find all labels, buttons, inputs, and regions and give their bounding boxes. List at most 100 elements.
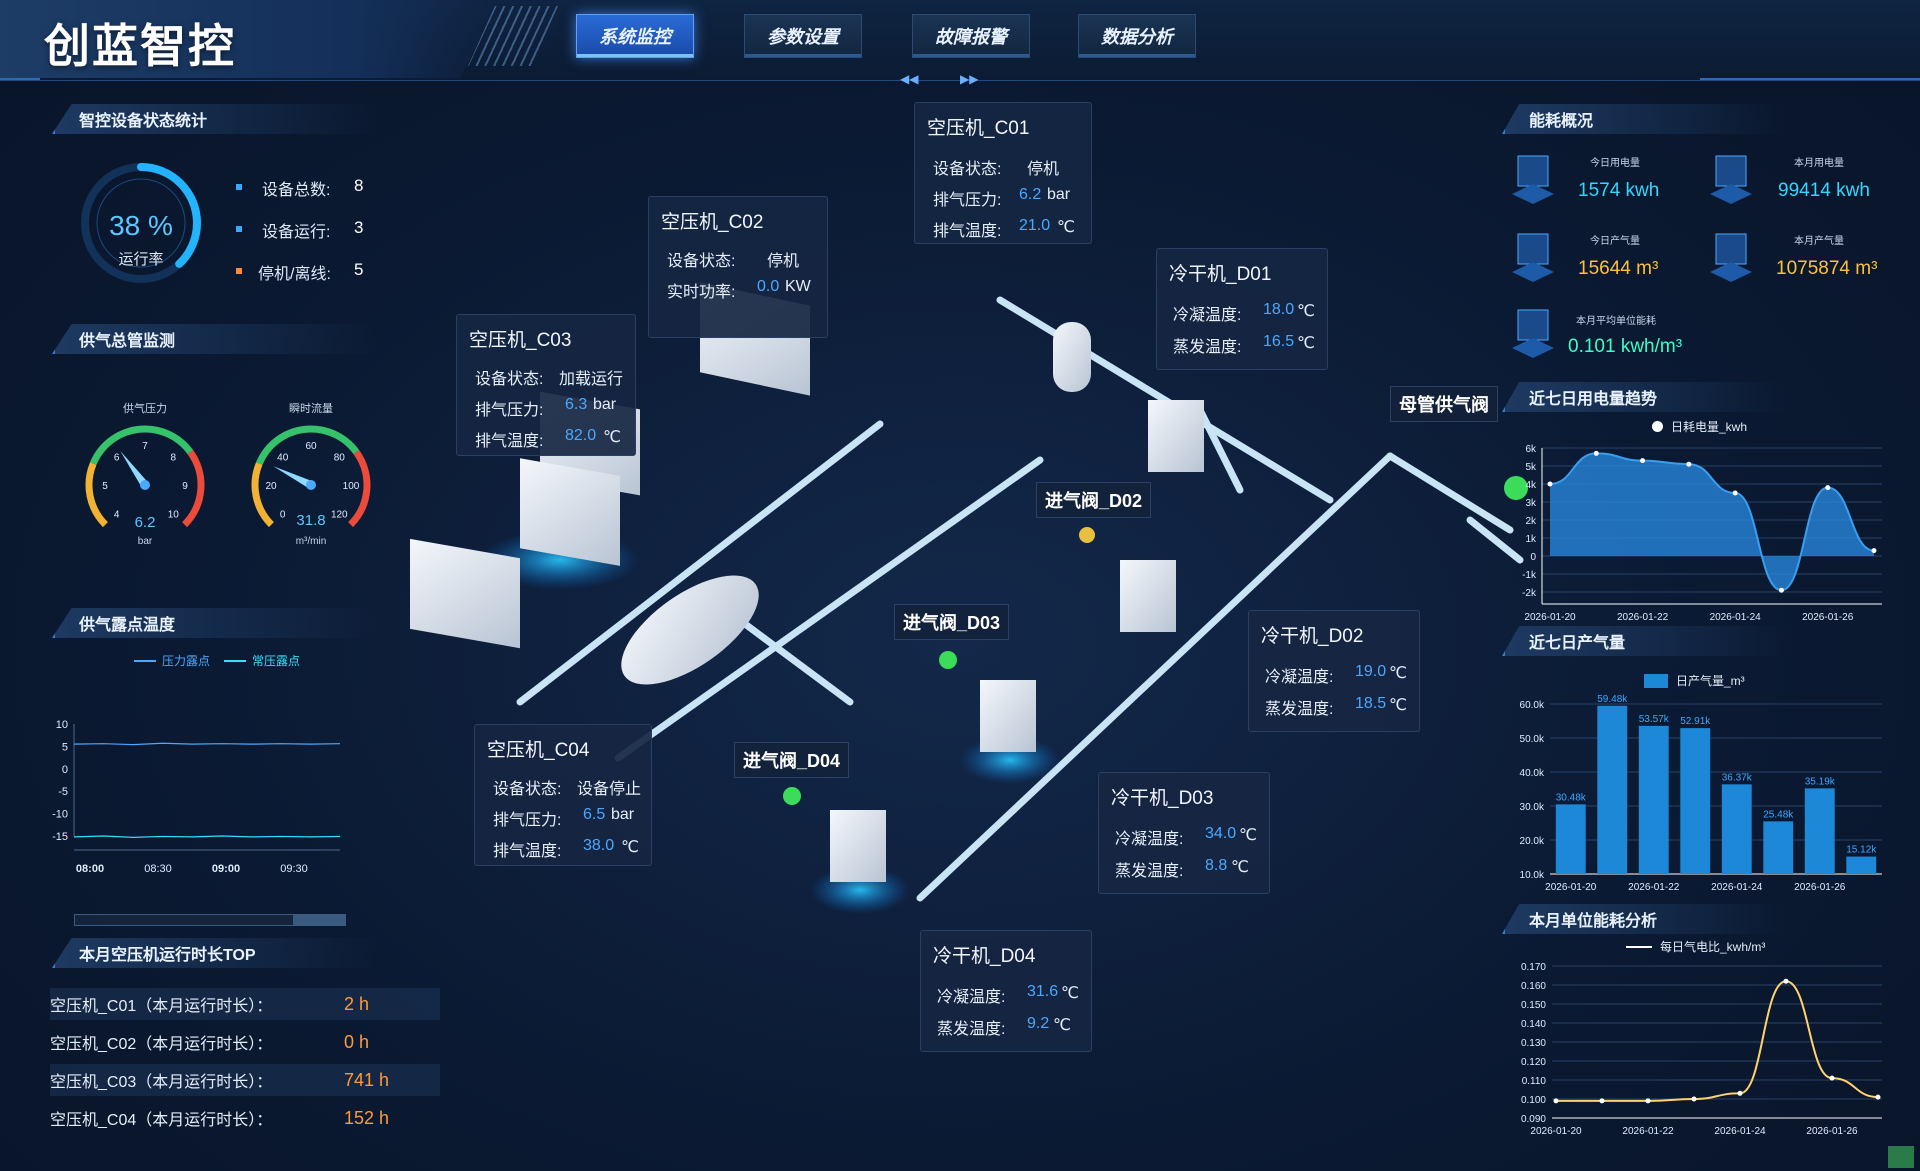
dew-legend-1: 压力露点	[134, 652, 210, 669]
dew-legend-1-swatch	[134, 659, 156, 662]
energy-title: 能耗概况	[1502, 104, 1789, 134]
valve-d03-label[interactable]: 进气阀_D03	[894, 604, 1010, 640]
gauge-band-1	[256, 425, 360, 465]
valve-d02-icon[interactable]	[1079, 527, 1095, 543]
card-d04[interactable]: 冷干机_D04 冷凝温度: 31.6 ℃ 蒸发温度: 9.2 ℃	[920, 930, 1092, 1052]
gas-data-label: 30.48k	[1556, 792, 1587, 803]
valve-d03-icon[interactable]	[939, 651, 957, 669]
pipe-c	[614, 456, 1044, 762]
card-row-unit: ℃	[603, 429, 621, 446]
power-x-tick: 2026-01-24	[1710, 612, 1762, 623]
unit-energy-chart: 0.1700.1600.1500.1400.1300.1200.1100.100…	[1521, 962, 1882, 1137]
left-arrows-icon: ◀◀	[900, 72, 919, 86]
power-y-tick: 3k	[1525, 498, 1537, 509]
runtime-row-c02: 空压机_C02（本月运行时长）：0 h	[50, 1026, 440, 1058]
gas-data-label: 25.48k	[1763, 809, 1794, 820]
gauge-tick-label: 40	[277, 453, 289, 464]
unit-point	[1737, 1090, 1743, 1096]
dryer-d04	[810, 810, 910, 914]
card-d02[interactable]: 冷干机_D02 冷凝温度: 19.0 ℃ 蒸发温度: 18.5 ℃	[1248, 610, 1420, 732]
power-x-tick: 2026-01-26	[1802, 612, 1854, 623]
power-x-tick: 2026-01-20	[1524, 612, 1576, 623]
card-row-value: 31.6	[1027, 983, 1059, 1000]
gauge-tick-label: 9	[182, 481, 188, 492]
energy-caption: 本月用电量	[1794, 158, 1844, 169]
tab-data-analysis[interactable]: 数据分析	[1078, 14, 1196, 58]
valve-main-label[interactable]: 母管供气阀	[1390, 386, 1498, 422]
runtime-row-label: 空压机_C04（本月运行时长）：	[50, 1112, 273, 1129]
card-d01[interactable]: 冷干机_D01 冷凝温度: 18.0 ℃ 蒸发温度: 16.5 ℃	[1156, 248, 1328, 370]
power-y-tick: 4k	[1525, 480, 1537, 491]
dew-legend-2-label: 常压露点	[252, 654, 301, 668]
runtime-row-label: 空压机_C01（本月运行时长）：	[50, 998, 273, 1015]
unit-x-tick: 2026-01-20	[1530, 1126, 1582, 1137]
card-row-unit: ℃	[1297, 335, 1315, 352]
card-row-status: 停机	[767, 253, 800, 270]
pipe-branch	[1466, 516, 1524, 564]
unit-y-tick: 0.140	[1521, 1019, 1546, 1030]
runtime-row-value: 741 h	[344, 1069, 390, 1090]
power-legend-swatch	[1652, 421, 1663, 432]
pressure-gauge-unit: bar	[137, 536, 153, 547]
card-row-value: 16.5	[1263, 333, 1295, 350]
valve-d04-label[interactable]: 进气阀_D04	[734, 742, 850, 778]
dew-scroll-thumb[interactable]	[293, 915, 345, 925]
receiver-tank-vertical	[1053, 322, 1091, 392]
card-row-value: 34.0	[1205, 825, 1237, 842]
brand-title: 创蓝智控	[44, 20, 236, 72]
gas-x-tick: 2026-01-22	[1628, 882, 1680, 893]
card-row-key: 蒸发温度:	[1265, 701, 1334, 718]
power-y-tick: 5k	[1525, 462, 1537, 473]
power-point	[1778, 587, 1784, 593]
valve-d02-label[interactable]: 进气阀_D02	[1036, 482, 1152, 518]
dew-y-tick: -15	[52, 831, 68, 843]
card-row-key: 设备状态:	[933, 161, 1002, 178]
gauge-band-0	[251, 462, 274, 528]
top-runtime-title: 本月空压机运行时长TOP	[52, 938, 379, 968]
tab-system-monitor[interactable]: 系统监控	[576, 14, 694, 58]
card-row-value: 6.5	[583, 806, 606, 823]
header-line-left	[0, 78, 40, 80]
receiver-tank-horizontal	[621, 575, 759, 685]
gas-bar	[1763, 821, 1794, 874]
card-row-key: 冷凝温度:	[1173, 307, 1242, 324]
runtime-row-c04: 空压机_C04（本月运行时长）：152 h	[50, 1102, 440, 1134]
power-month-icon	[1710, 155, 1752, 204]
pipe-d01	[1196, 406, 1244, 494]
card-row-value: 18.0	[1263, 301, 1295, 318]
gas-bar	[1846, 856, 1877, 874]
card-d03[interactable]: 冷干机_D03 冷凝温度: 34.0 ℃ 蒸发温度: 8.8 ℃	[1098, 772, 1270, 894]
valve-main-icon[interactable]	[1504, 476, 1528, 500]
card-row-key: 蒸发温度:	[1115, 863, 1184, 880]
dew-legend-2: 常压露点	[224, 652, 300, 669]
card-row-unit: ℃	[621, 839, 639, 856]
card-title: 冷干机_D04	[933, 946, 1036, 967]
pipe-d	[916, 452, 1394, 902]
gas-bar-chart: 60.0k50.0k40.0k30.0k20.0k10.0k30.48k59.4…	[1520, 694, 1882, 893]
corner-widget[interactable]	[1888, 1146, 1914, 1168]
gas-x-tick: 2026-01-20	[1545, 882, 1597, 893]
dew-chart-scrollbar[interactable]	[74, 914, 346, 926]
valve-d04-icon[interactable]	[783, 787, 801, 805]
power-area	[1550, 453, 1874, 591]
run-rate-value: 38 %	[109, 210, 173, 241]
gas-data-label: 35.19k	[1805, 776, 1836, 787]
card-c03[interactable]: 空压机_C03 设备状态: 加载运行 排气压力: 6.3 bar 排气温度: 8…	[456, 314, 636, 456]
supply-monitor-title: 供气总管监测	[52, 324, 379, 354]
tab-fault-alarm[interactable]: 故障报警	[912, 14, 1030, 58]
card-c04[interactable]: 空压机_C04 设备状态: 设备停止 排气压力: 6.5 bar 排气温度: 3…	[474, 724, 652, 866]
unit-point	[1645, 1098, 1651, 1104]
gauge-tick-label: 10	[168, 509, 180, 520]
card-c02[interactable]: 空压机_C02 设备状态: 停机 实时功率: 0.0 KW	[648, 196, 828, 338]
power-y-tick: -2k	[1522, 588, 1537, 599]
offline-value: 5	[354, 260, 364, 279]
energy-value: 99414 kwh	[1778, 180, 1870, 201]
tab-param-settings[interactable]: 参数设置	[744, 14, 862, 58]
card-row-key: 实时功率:	[667, 284, 736, 301]
card-c01[interactable]: 空压机_C01 设备状态: 停机 排气压力: 6.2 bar 排气温度: 21.…	[914, 102, 1092, 244]
card-row-status: 加载运行	[559, 371, 624, 388]
